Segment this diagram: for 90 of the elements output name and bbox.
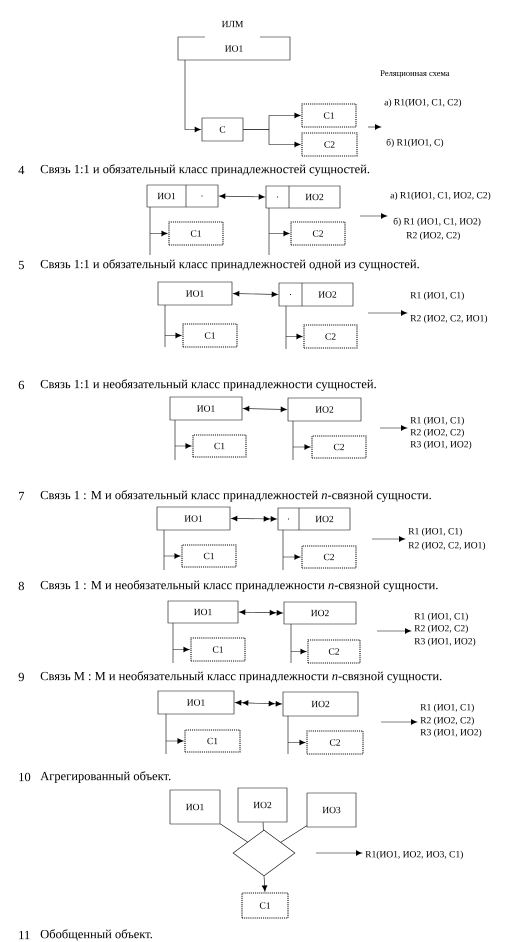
attribute-box: С2 xyxy=(303,324,358,349)
schema-heading: Реляционная схема xyxy=(380,70,450,78)
arrow xyxy=(288,716,306,754)
arrow xyxy=(174,420,192,460)
relation-schema: R1 (ИО1, С1) R2 (ИО2, С2) R3 (ИО1, ИО2) xyxy=(420,704,482,738)
arrow xyxy=(268,208,290,256)
arrow xyxy=(290,624,307,664)
diamond xyxy=(232,830,296,876)
attribute-box: С1 xyxy=(192,434,247,458)
arrow xyxy=(376,628,412,634)
entity-box: С xyxy=(202,118,244,142)
relation-schema: а) R1(ИО1, С1, ИО2, С2) б) R1 (ИО1, С1, ИО2) R2 (ИО2, С2) xyxy=(390,192,490,240)
section-title: Связь 1:1 и необязательный класс принадлежности сущностей. xyxy=(40,379,376,391)
section-number: 6 xyxy=(18,380,24,390)
attribute-box: С2 xyxy=(306,730,364,755)
arrow xyxy=(164,530,181,570)
section-title: Связь 1 : М и необязательный класс принадлежности n-связной сущности. xyxy=(40,580,438,592)
arrow xyxy=(239,609,283,616)
section-title: Связь 1:1 и обязательный класс принадлежностей одной из сущностей. xyxy=(40,259,419,271)
entity-box: ИО1 xyxy=(158,690,234,714)
arrow xyxy=(233,290,278,298)
attribute-box: С1 xyxy=(181,544,237,568)
arrow xyxy=(360,213,388,219)
attribute-box: С2 xyxy=(301,132,358,157)
arrow xyxy=(380,425,408,431)
arrow xyxy=(380,719,418,725)
section-number: 7 xyxy=(19,492,24,500)
arrow xyxy=(184,60,201,132)
arrow xyxy=(316,850,362,856)
section-number: 4 xyxy=(18,166,24,174)
attribute-box: С1 xyxy=(184,729,241,753)
attribute-box: С1 xyxy=(190,637,246,662)
arrow xyxy=(172,622,190,664)
arrow xyxy=(243,129,301,148)
entity-box: ИО3 xyxy=(306,792,356,828)
attribute-box: С1 xyxy=(182,323,238,348)
arrow xyxy=(231,516,277,522)
section-title: Связь 1 : М и обязательный класс принадлежностей n-связной сущности. xyxy=(40,490,431,502)
entity-box: ИО1 xyxy=(168,600,238,624)
attribute-box: С1 xyxy=(301,103,357,128)
attribute-box: С2 xyxy=(290,221,346,246)
relation-schema: R1 (ИО1, С1) R2 (ИО2, С2, ИО1) xyxy=(410,292,488,324)
connector-line xyxy=(280,826,307,843)
arrow xyxy=(219,193,265,200)
relation-schema: R1 (ИО1, С1) R2 (ИО2, С2) R3 (ИО1, ИО2) xyxy=(410,416,472,450)
arrow xyxy=(286,306,303,350)
section-title: Агрегированный объект. xyxy=(40,771,170,783)
attribute-box: С1 xyxy=(241,892,289,919)
entity-box: ИО2 xyxy=(282,692,358,716)
section-title: Связь 1:1 и обязательный класс принадлежностей сущностей. xyxy=(40,164,370,176)
relation-schema: R1(ИО1, ИО2, ИО3, С1) xyxy=(365,850,463,860)
arrow xyxy=(292,420,311,460)
entity-box: ИО1 xyxy=(158,282,232,306)
arrow xyxy=(368,310,408,316)
record-box: . ИО2 xyxy=(266,186,340,208)
attribute-box: С2 xyxy=(301,545,357,569)
relation-schema: а) R1(ИО1, С1, С2) б) R1(ИО1, С) xyxy=(384,98,462,148)
entity-box: ИО1 xyxy=(170,396,242,420)
record-box: ИО1 . xyxy=(146,184,218,208)
attribute-box: С1 xyxy=(168,221,224,246)
arrow xyxy=(282,530,301,570)
section-number: 11 xyxy=(19,930,30,940)
attribute-box: С2 xyxy=(311,435,367,459)
entity-box: ИО1 xyxy=(170,790,220,824)
entity-box: ИО2 xyxy=(238,788,288,822)
section-number: 9 xyxy=(18,672,24,682)
arrow xyxy=(164,304,182,348)
entity-box: ИО2 xyxy=(284,602,356,624)
record-box: . ИО2 xyxy=(278,282,354,306)
arrow xyxy=(372,536,406,542)
relation-schema: R1 (ИО1, С1) R2 (ИО2, С2) R3 (ИО1, ИО2) xyxy=(414,612,476,646)
arrow xyxy=(166,714,184,754)
section-number: 5 xyxy=(18,260,24,270)
arrow xyxy=(368,124,382,130)
entity-box: ИО1 xyxy=(156,506,230,530)
relation-schema: R1 (ИО1, С1) R2 (ИО2, С2, ИО1) xyxy=(408,528,486,550)
attribute-box: С2 xyxy=(307,639,361,664)
entity-box: ИО2 xyxy=(288,398,362,422)
section-number: 8 xyxy=(18,582,24,590)
arrow xyxy=(243,406,287,412)
section-title: Обобщенный объект. xyxy=(40,929,152,941)
arrow xyxy=(262,876,268,892)
section-number: 10 xyxy=(19,772,30,782)
entity-box: ИЛМ ИО1 xyxy=(178,20,290,60)
record-box: . ИО2 xyxy=(278,508,350,530)
connector-line xyxy=(220,824,248,842)
section-title: Связь М : М и необязательный класс принадлежности n-связной сущности. xyxy=(40,671,442,683)
arrow xyxy=(235,700,282,707)
arrow xyxy=(150,206,168,256)
connector-line xyxy=(262,822,264,831)
